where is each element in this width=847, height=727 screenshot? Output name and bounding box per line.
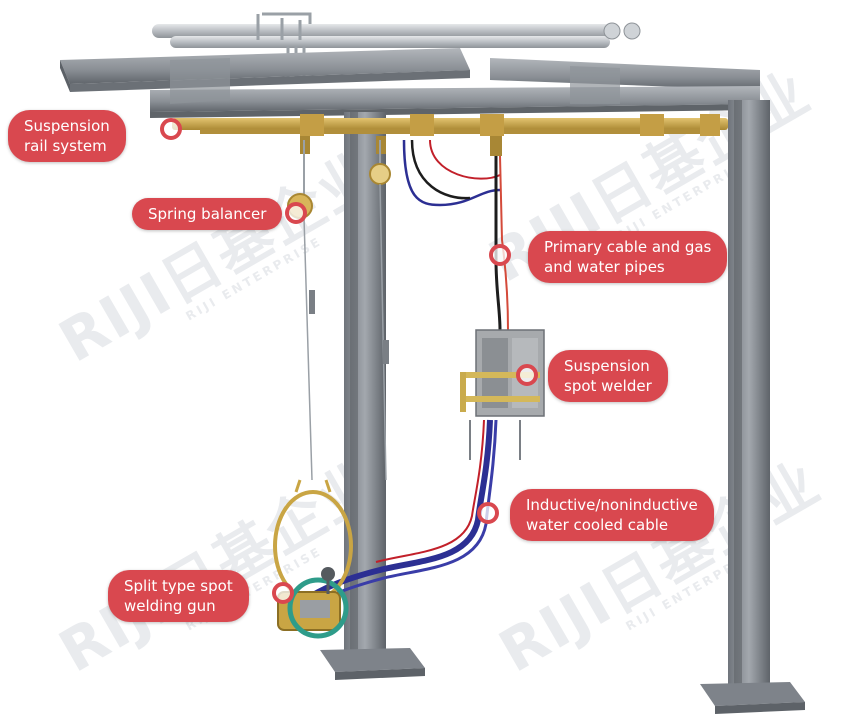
spot-welder-unit	[460, 329, 545, 460]
marker-welding-gun[interactable]	[272, 582, 294, 604]
top-beams	[60, 48, 760, 118]
callout-primary-cable: Primary cable and gas and water pipes	[528, 231, 728, 283]
steel-columns	[320, 100, 805, 714]
welding-gun-assembly	[273, 479, 353, 639]
marker-primary-cable[interactable]	[489, 244, 511, 266]
marker-water-cooled-cable[interactable]	[477, 502, 499, 524]
callout-welding-gun: Split type spot welding gun	[108, 570, 249, 622]
suspension-rail	[172, 114, 728, 156]
callout-spring-balancer: Spring balancer	[132, 198, 283, 230]
marker-spring-balancer[interactable]	[285, 202, 307, 224]
callout-water-cooled-cable: Inductive/noninductive water cooled cabl…	[510, 489, 714, 541]
callout-spot-welder: Suspension spot welder	[548, 350, 668, 402]
marker-suspension-rail[interactable]	[160, 118, 182, 140]
callout-suspension-rail: Suspension rail system	[8, 110, 126, 162]
marker-spot-welder[interactable]	[516, 364, 538, 386]
